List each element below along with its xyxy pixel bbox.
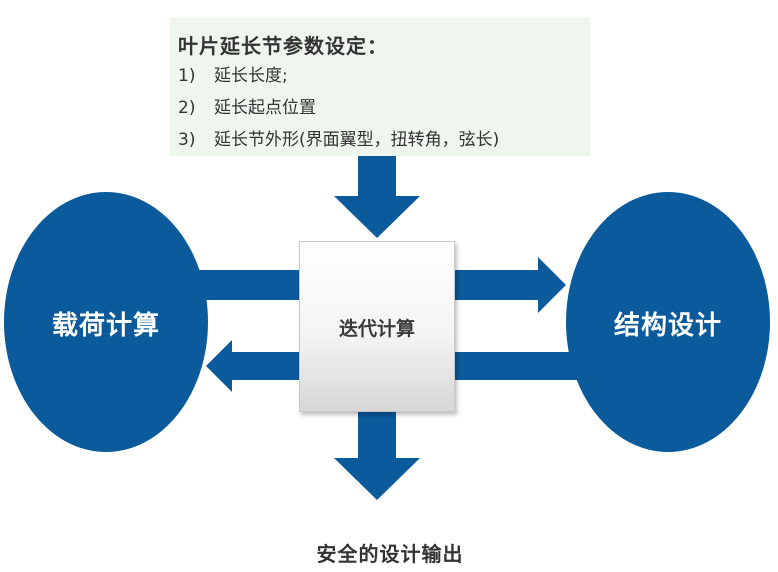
output-label: 安全的设计输出	[316, 542, 464, 566]
iteration-label: 迭代计算	[338, 318, 415, 340]
parameter-item: 3) 延长节外形(界面翼型，扭转角，弦长)	[178, 126, 499, 158]
parameter-text: 延长节外形(界面翼型，扭转角，弦长)	[214, 130, 500, 150]
parameter-title: 叶片延长节参数设定：	[178, 34, 388, 58]
input-arrow	[334, 156, 420, 238]
parameter-number: 2)	[178, 98, 196, 118]
parameter-panel	[170, 18, 590, 156]
parameter-text: 延长起点位置	[214, 98, 316, 118]
parameter-number: 1)	[178, 66, 196, 86]
parameter-number: 3)	[178, 130, 196, 150]
load-calculation-label: 载荷计算	[51, 311, 160, 341]
output-arrow	[334, 412, 420, 500]
parameter-text: 延长长度;	[214, 66, 288, 86]
parameter-item: 2) 延长起点位置	[178, 94, 499, 126]
parameter-list: 1) 延长长度; 2) 延长起点位置 3) 延长节外形(界面翼型，扭转角，弦长)	[178, 62, 499, 158]
iteration-box	[299, 241, 455, 412]
load-calculation-node	[4, 192, 208, 452]
parameter-item: 1) 延长长度;	[178, 62, 499, 94]
structural-design-label: 结构设计	[613, 311, 722, 341]
structural-design-node	[566, 192, 770, 452]
